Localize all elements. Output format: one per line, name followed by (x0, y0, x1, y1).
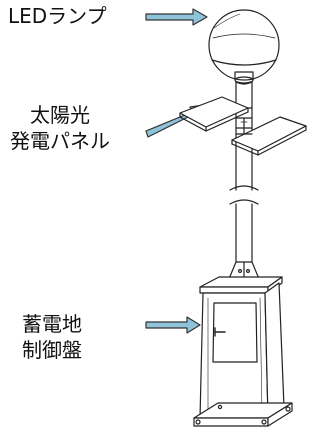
arrow-to-led-lamp (145, 8, 208, 26)
battery-controller-label-line1: 蓄電地 (22, 312, 82, 336)
cabinet-door (212, 302, 258, 363)
led-lamp-globe (208, 9, 280, 84)
solar-panel-left (179, 96, 249, 132)
led-lamp-label: LEDランプ (8, 4, 107, 28)
battery-controller-label: 蓄電地 制御盤 (12, 312, 92, 363)
battery-controller-label-line2: 制御盤 (22, 337, 82, 362)
solar-panel-label: 太陽光 発電パネル (0, 103, 120, 154)
arrow-to-battery-controller (145, 316, 201, 334)
base-plate (193, 402, 293, 427)
solar-panel-right (231, 116, 307, 156)
solar-panel-bracket (235, 117, 253, 135)
solar-panel-label-line2: 発電パネル (10, 128, 110, 153)
lower-pole (235, 203, 253, 263)
solar-panel-label-line1: 太陽光 (30, 103, 90, 127)
pole-break (229, 185, 259, 205)
